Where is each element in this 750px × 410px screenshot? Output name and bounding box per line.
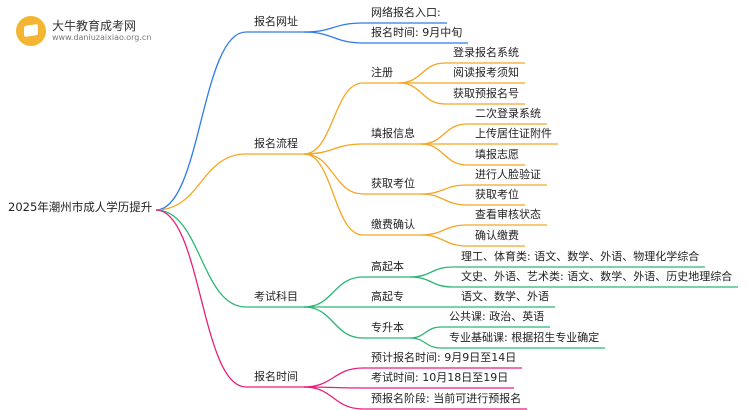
branch-label: 报名网址 <box>254 15 298 28</box>
leaf-node: 二次登录系统 <box>475 107 541 120</box>
leaf-connector <box>398 82 446 105</box>
leaf-connector <box>409 326 442 339</box>
leaf-connector <box>420 123 468 145</box>
leaf-connector <box>420 184 468 195</box>
branch-label: 考试科目 <box>254 290 298 303</box>
leaf-connector <box>303 367 364 388</box>
leaf-connector <box>420 193 468 206</box>
leaf-node: 获取考位 <box>475 188 519 201</box>
leaf-node: 预计报名时间: 9月9日至14日 <box>371 351 517 364</box>
leaf-node: 理工、体育类: 语文、数学、外语、物理化学综合 <box>461 250 700 263</box>
leaf-node: 报名时间: 9月中旬 <box>371 26 463 39</box>
branch-connector <box>155 31 247 211</box>
leaf-node: 公共课: 政治、英语 <box>449 310 545 323</box>
leaf-node: 考试时间: 10月18日至19日 <box>371 371 509 384</box>
leaf-node: 网络报名入口: <box>371 6 441 19</box>
sub-node: 专升本 <box>371 321 404 334</box>
leaf-node: 填报志愿 <box>475 148 519 161</box>
leaf-node: 获取预报名号 <box>453 87 519 100</box>
leaf-node: 上传居住证附件 <box>475 127 552 140</box>
sub-node: 填报信息 <box>371 127 415 140</box>
leaf-node: 语文、数学、外语 <box>461 290 549 303</box>
root-node: 2025年潮州市成人学历提升 <box>8 200 153 214</box>
leaf-node: 确认缴费 <box>475 229 519 242</box>
leaf-node: 专业基础课: 根据招生专业确定 <box>449 331 600 344</box>
sub-connector <box>303 153 364 236</box>
leaf-connector <box>409 276 454 288</box>
branch-connector <box>155 209 247 388</box>
leaf-connector <box>420 143 468 166</box>
leaf-node: 阅读报考须知 <box>453 66 519 79</box>
sub-node: 缴费确认 <box>371 218 415 231</box>
leaf-connector <box>398 62 446 84</box>
sub-node: 高起本 <box>371 260 404 273</box>
branch-connector <box>155 209 247 308</box>
branch-label: 报名流程 <box>254 137 298 150</box>
logo-title: 大牛教育成考网 <box>52 19 137 33</box>
leaf-node: 登录报名系统 <box>453 46 519 59</box>
leaf-connector <box>420 224 468 236</box>
site-logo: 大牛教育成考网 www.daniuzaixiao.org.cn <box>16 16 206 48</box>
sub-node: 获取考位 <box>371 177 415 190</box>
leaf-node: 文史、外语、艺术类: 语文、数学、外语、历史地理综合 <box>461 270 733 283</box>
leaf-connector <box>303 386 364 410</box>
leaf-connector <box>420 234 468 247</box>
sub-node: 高起专 <box>371 290 404 303</box>
branch-connector <box>155 153 247 211</box>
sub-connector <box>303 306 364 339</box>
branch-label: 报名时间 <box>254 370 298 383</box>
leaf-node: 查看审核状态 <box>475 208 541 221</box>
leaf-connector <box>409 337 442 349</box>
sub-connector <box>303 153 364 195</box>
leaf-node: 预报名阶段: 当前可进行预报名 <box>371 392 522 405</box>
book-icon <box>16 16 46 46</box>
sub-connector <box>303 276 364 308</box>
logo-url: www.daniuzaixiao.org.cn <box>52 33 152 42</box>
leaf-connector <box>303 22 364 33</box>
leaf-connector <box>409 266 454 278</box>
sub-connector <box>303 82 364 155</box>
leaf-node: 进行人脸验证 <box>475 168 541 181</box>
sub-connector <box>303 143 364 155</box>
sub-node: 注册 <box>371 66 393 79</box>
leaf-connector <box>303 31 364 44</box>
